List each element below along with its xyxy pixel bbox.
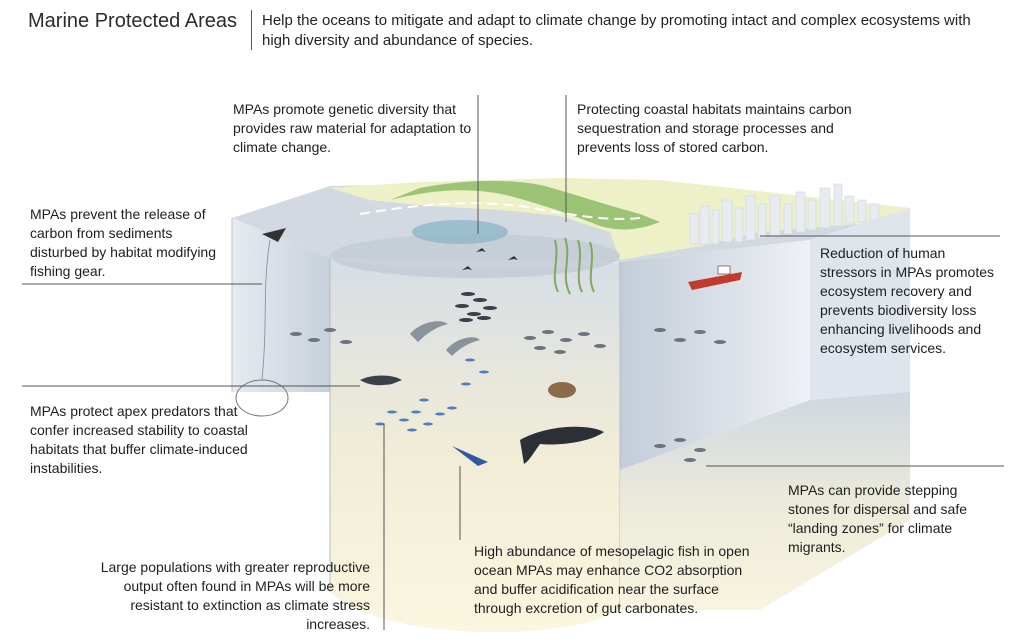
page-subtitle: Help the oceans to mitigate and adapt to… xyxy=(262,12,971,49)
shark xyxy=(360,375,402,386)
lower-right-block xyxy=(620,392,910,610)
right-side-wall xyxy=(810,208,910,400)
mpa-surface xyxy=(330,234,620,278)
cargo-ship xyxy=(688,272,742,290)
callout-apex-predators: MPAs protect apex predators that confer … xyxy=(30,403,248,476)
callout-carbon-sediments: MPAs prevent the release of carbon from … xyxy=(30,206,216,279)
callout-large-populations: Large populations with greater reproduct… xyxy=(100,559,370,632)
left-cross-section xyxy=(232,218,330,392)
manta-ray xyxy=(262,228,286,242)
humpback-whale xyxy=(520,426,604,464)
title-divider xyxy=(251,10,252,50)
fish-school-right xyxy=(524,328,726,462)
callout-human-stressors: Reduction of human stressors in MPAs pro… xyxy=(820,245,995,356)
coral-reef xyxy=(412,220,508,244)
callout-stepping-stones: MPAs can provide stepping stones for dis… xyxy=(788,482,967,555)
mesopelagic-fish xyxy=(375,358,489,432)
leader-lines xyxy=(22,95,1004,630)
callout-mesopelagic: High abundance of mesopelagic fish in op… xyxy=(474,543,750,616)
coastline-road xyxy=(359,202,641,220)
sea-turtle xyxy=(548,382,576,398)
seabirds xyxy=(462,248,518,270)
callout-genetic-diversity: MPAs promote genetic diversity that prov… xyxy=(233,101,472,155)
seagrass-patches xyxy=(390,180,660,230)
mpa-water-column xyxy=(330,258,620,633)
city-skyline xyxy=(689,183,880,245)
fish-school-center xyxy=(455,292,497,322)
fish-school-left xyxy=(290,328,352,344)
kelp-forest xyxy=(553,237,595,295)
right-cross-section xyxy=(620,240,810,470)
marlin xyxy=(452,446,488,466)
callout-coastal-habitats: Protecting coastal habitats maintains ca… xyxy=(577,101,852,155)
dolphins xyxy=(410,321,480,356)
page-title: Marine Protected Areas xyxy=(28,10,237,32)
